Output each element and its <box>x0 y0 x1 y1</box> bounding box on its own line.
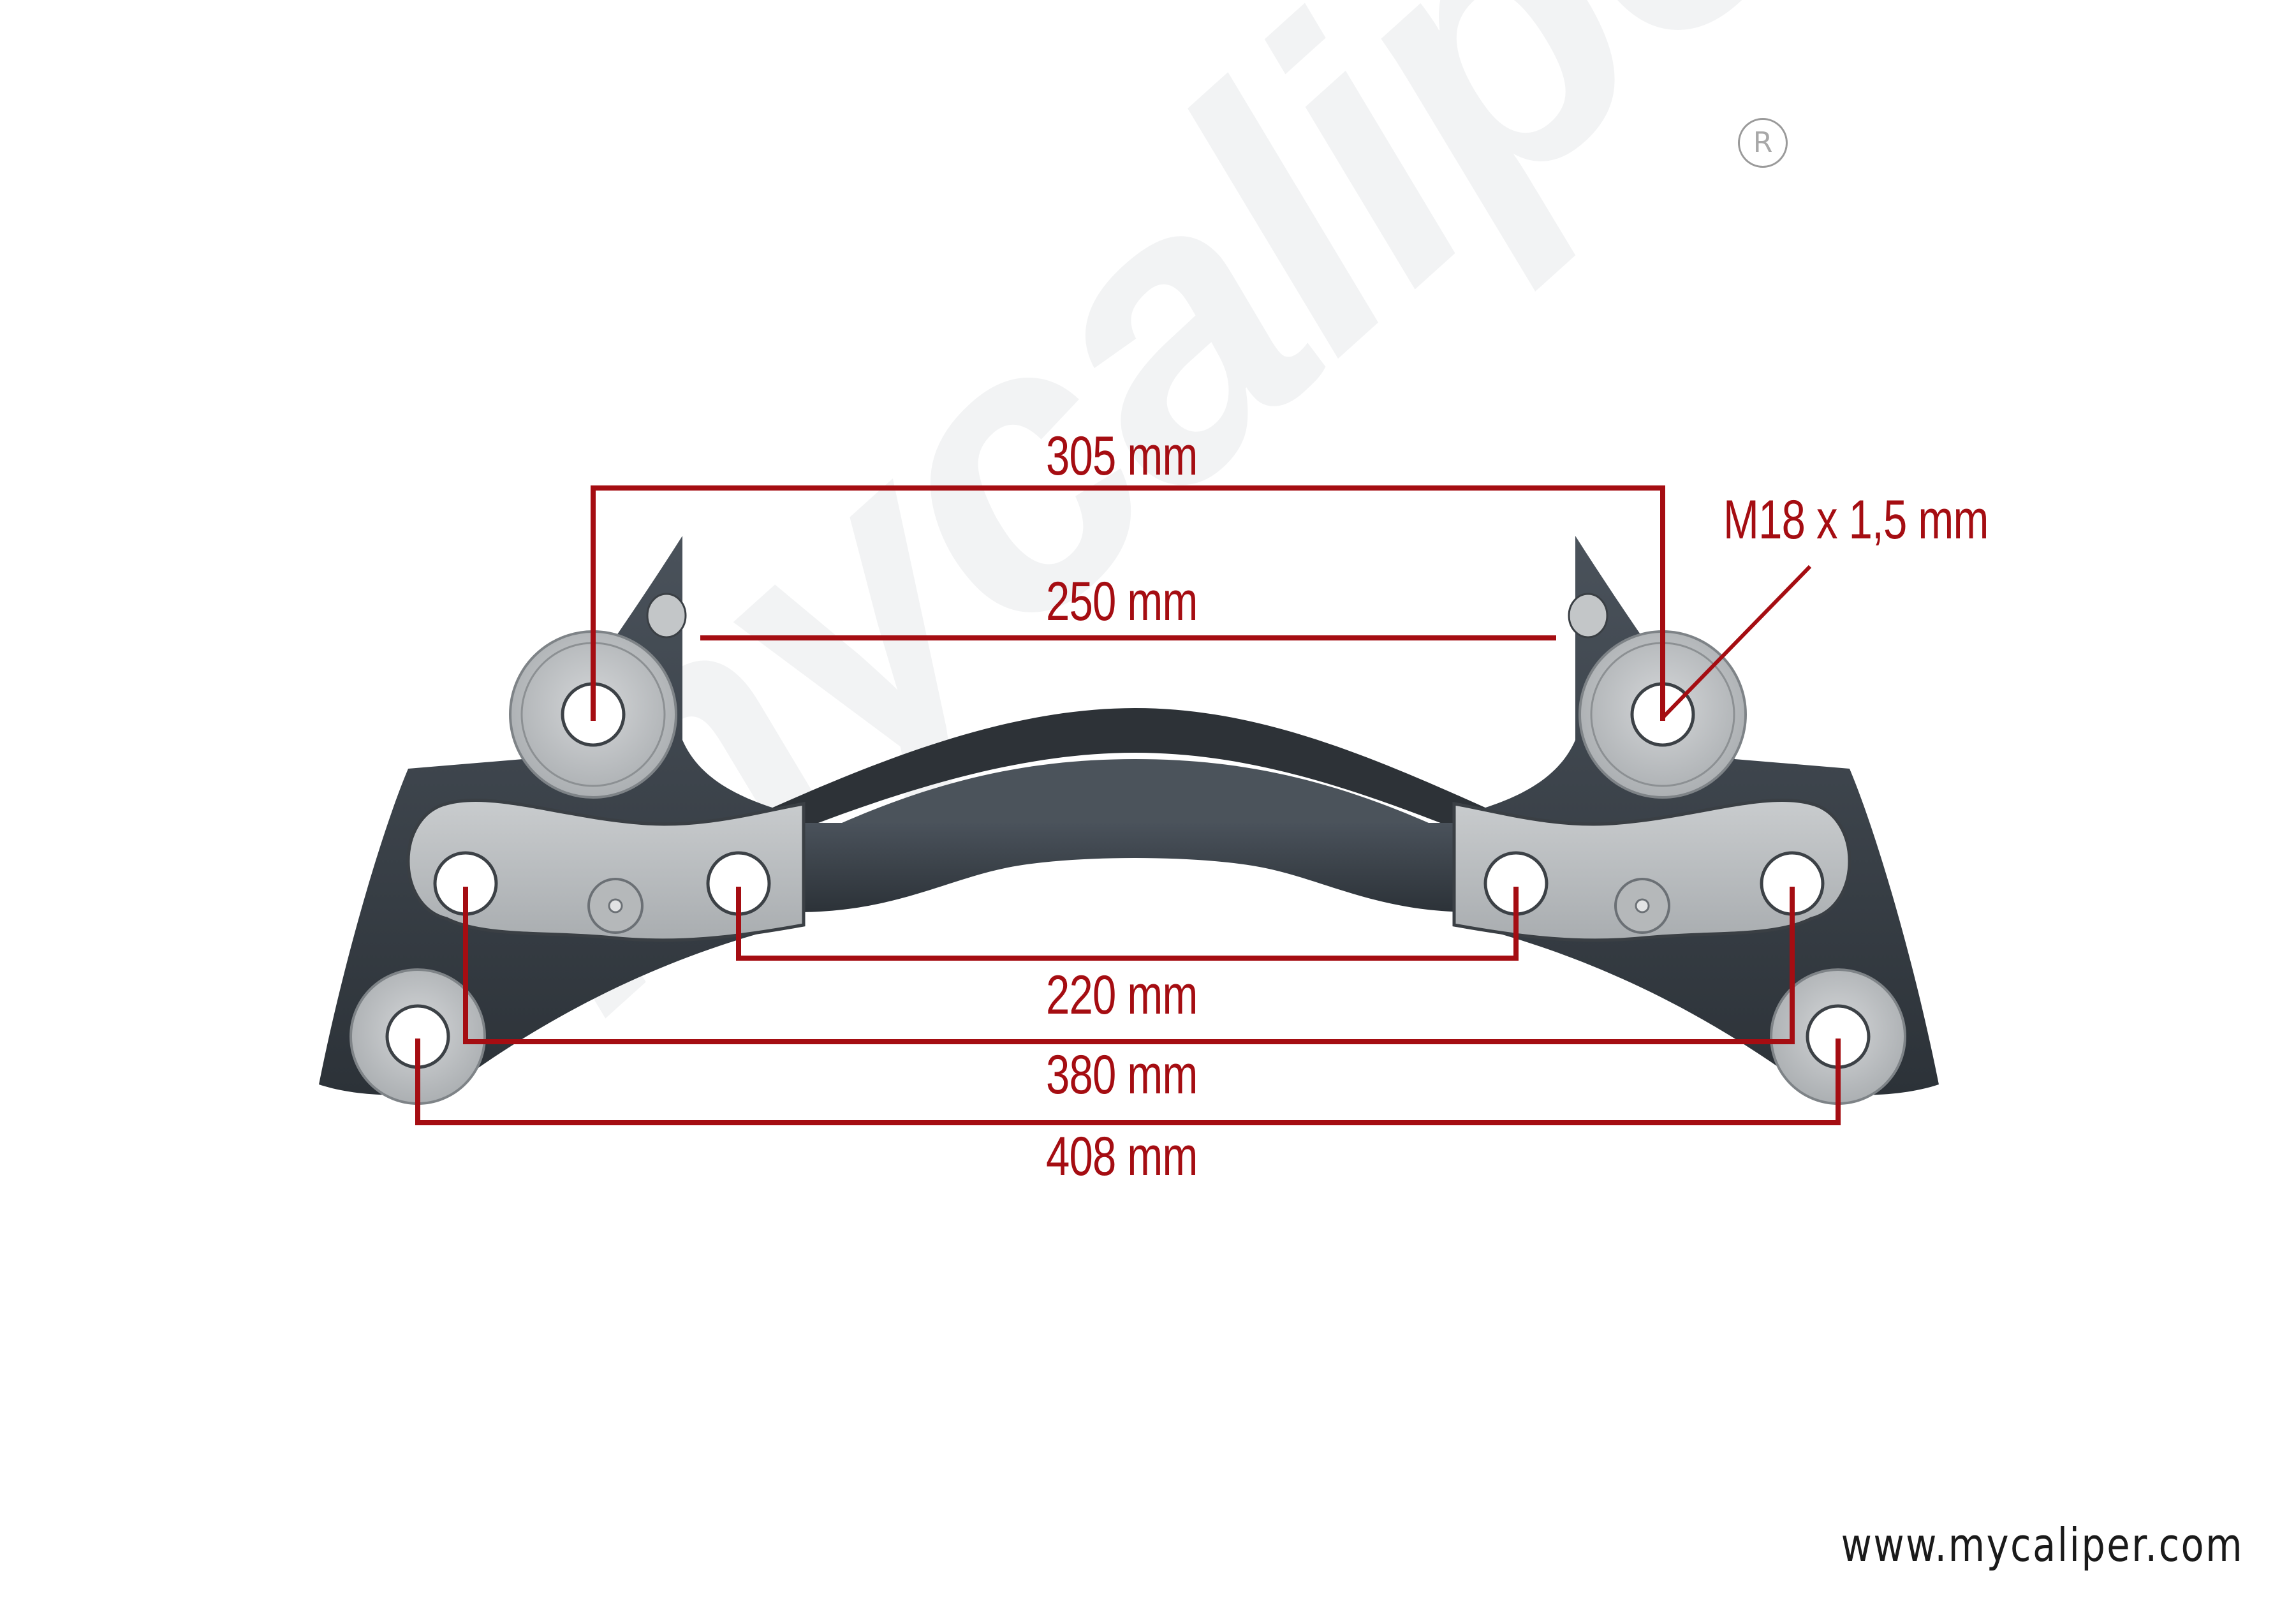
dimension-label-220: 220 mm <box>1046 965 1198 1026</box>
dimension-lines <box>415 485 1841 1125</box>
dimension-label-380: 380 mm <box>1046 1044 1198 1105</box>
center-bridge <box>753 708 1505 912</box>
thread-leader-line <box>1661 565 1812 720</box>
dim-line-408 <box>415 1039 1841 1125</box>
registered-trademark-icon: R <box>1738 118 1788 168</box>
dim-line-220 <box>736 887 1519 961</box>
dimension-label-250: 250 mm <box>1046 571 1198 632</box>
thread-callout-label: M18 x 1,5 mm <box>1723 489 1989 551</box>
left-mount-body <box>319 536 806 1105</box>
dim-line-380 <box>463 887 1795 1044</box>
right-mount-body <box>1452 536 1939 1105</box>
dimension-label-408: 408 mm <box>1046 1126 1198 1187</box>
dim-line-305 <box>591 485 1665 721</box>
dimension-label-305: 305 mm <box>1046 425 1198 487</box>
website-url: www.mycaliper.com <box>1841 1518 2244 1572</box>
